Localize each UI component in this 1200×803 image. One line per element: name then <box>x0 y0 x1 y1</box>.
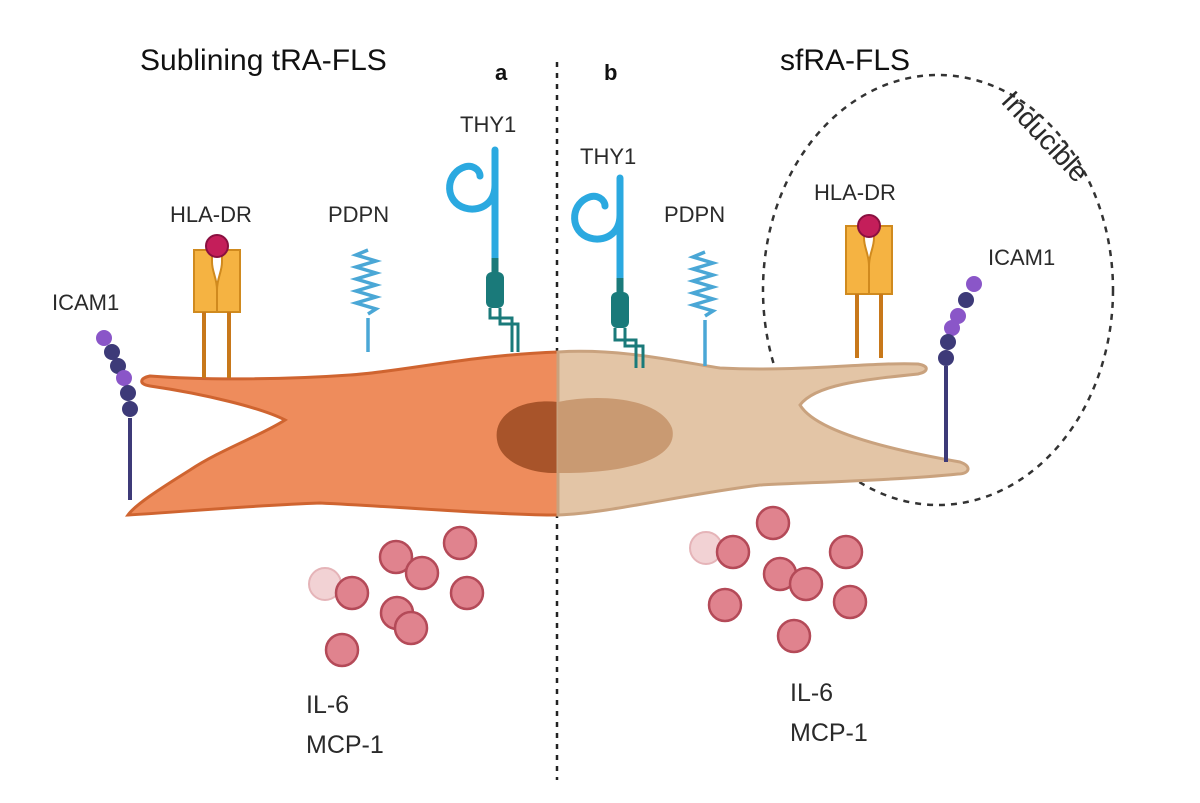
hla-dr-marker-b <box>845 214 893 358</box>
fls-cell-b <box>556 349 970 517</box>
hla-dr-label-b: HLA-DR <box>814 180 896 205</box>
cytokine-cluster-b <box>689 505 868 654</box>
pdpn-label-a: PDPN <box>328 202 389 227</box>
panel-b-letter: b <box>604 60 617 85</box>
hla-dr-marker-a <box>193 234 241 378</box>
icam1-label-a: ICAM1 <box>52 290 119 315</box>
cytokine-label-b-2: MCP-1 <box>790 719 868 747</box>
pdpn-marker-b <box>686 250 720 366</box>
thy1-label-b: THY1 <box>580 144 636 169</box>
cytokine-label-a-1: IL-6 <box>306 691 349 719</box>
cytokine-label-b-1: IL-6 <box>790 679 833 707</box>
nucleus-b <box>558 397 673 474</box>
inducible-label: Inducible <box>996 85 1095 188</box>
panel-a-title: Sublining tRA-FLS <box>140 44 387 77</box>
icam1-label-b: ICAM1 <box>988 245 1055 270</box>
fls-cell-a <box>124 350 560 517</box>
cell-b-body <box>556 349 970 517</box>
thy1-marker-b <box>571 174 645 368</box>
thy1-label-a: THY1 <box>460 112 516 137</box>
icam1-marker-a <box>96 330 138 500</box>
cell-a-body <box>124 350 560 517</box>
pdpn-label-b: PDPN <box>664 202 725 227</box>
hla-dr-label-a: HLA-DR <box>170 202 252 227</box>
icam1-marker-b <box>938 276 982 462</box>
panel-a-letter: a <box>495 60 508 85</box>
inducible-region <box>761 73 1115 507</box>
thy1-marker-a <box>446 146 520 352</box>
cytokine-label-a-2: MCP-1 <box>306 731 384 759</box>
panel-b-title: sfRA-FLS <box>780 44 910 77</box>
pdpn-marker-a <box>349 248 383 352</box>
cytokine-cluster-a <box>308 525 485 668</box>
nucleus-a <box>496 401 558 474</box>
